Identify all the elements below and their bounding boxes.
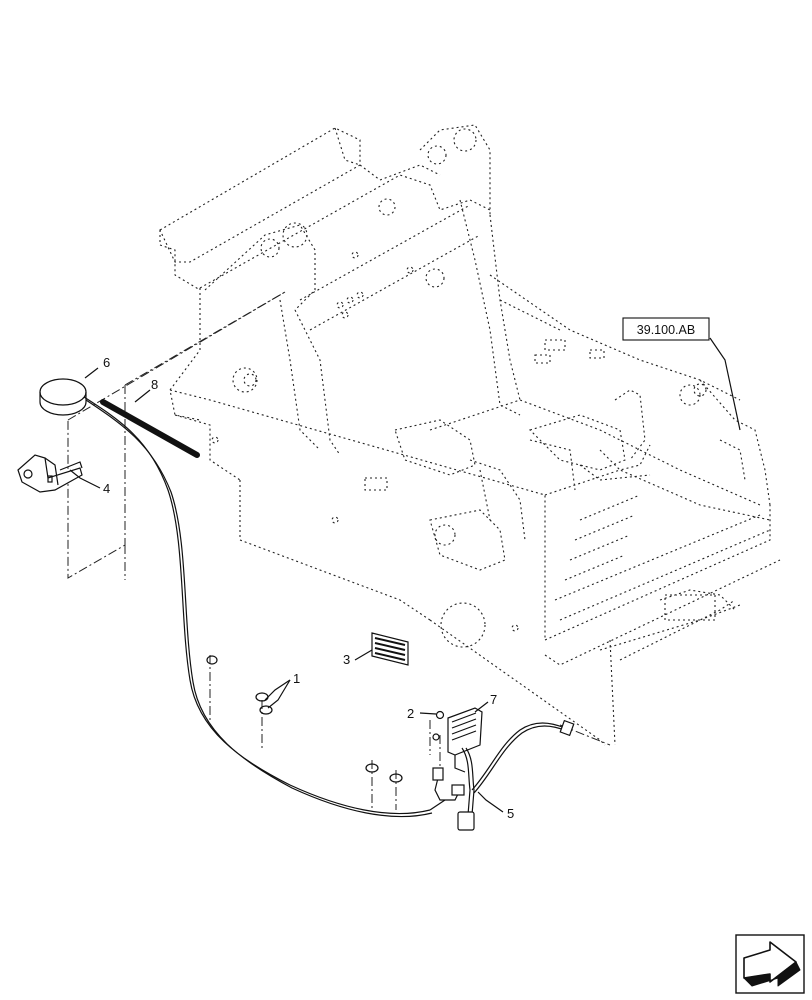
- center-lines: [67, 291, 611, 810]
- callout-labels: 6 8 4 1 3 2 7 5: [103, 355, 514, 821]
- leader-lines: [69, 337, 741, 813]
- callout-3[interactable]: 3: [343, 652, 350, 667]
- reference-box-label: 39.100.AB: [637, 323, 695, 337]
- part-5-harness: [429, 719, 575, 831]
- callout-8[interactable]: 8: [151, 377, 158, 392]
- part-8-strip: [100, 399, 200, 458]
- chassis-frame: [159, 124, 781, 746]
- part-7-module: [432, 707, 483, 773]
- part-6-antenna: [39, 378, 433, 818]
- part-2-screw: [435, 710, 445, 720]
- part-4-bracket: [17, 454, 83, 493]
- next-page-arrow-icon[interactable]: [735, 934, 805, 994]
- callout-5[interactable]: 5: [507, 806, 514, 821]
- part-3-decal: [371, 632, 409, 666]
- reference-box[interactable]: 39.100.AB: [622, 317, 710, 341]
- callout-7[interactable]: 7: [490, 692, 497, 707]
- callout-4[interactable]: 4: [103, 481, 110, 496]
- callout-2[interactable]: 2: [407, 706, 414, 721]
- callout-1[interactable]: 1: [293, 671, 300, 686]
- part-1-clips: [206, 655, 403, 783]
- callout-6[interactable]: 6: [103, 355, 110, 370]
